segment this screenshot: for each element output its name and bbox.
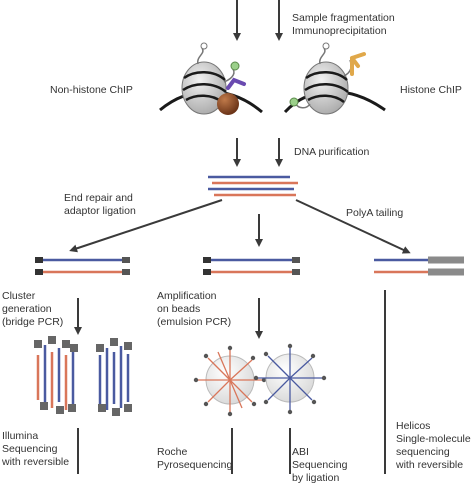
abi-block: ABI Sequencing by ligation xyxy=(292,446,347,485)
cluster-line-3: (bridge PCR) xyxy=(2,316,64,328)
abi-desc-1: Sequencing xyxy=(292,459,348,471)
bead-red xyxy=(193,345,267,417)
amplification-line-3: (emulsion PCR) xyxy=(157,316,232,328)
histone-chip-label: Histone ChIP xyxy=(400,84,462,96)
cluster-line-1: Cluster xyxy=(2,290,36,302)
chip-seq-workflow-diagram xyxy=(34,0,464,474)
cluster-line-2: generation xyxy=(2,303,52,315)
amplification-label: Amplification on beads (emulsion PCR) xyxy=(157,290,231,329)
non-histone-chip-label: Non-histone ChIP xyxy=(50,84,133,96)
fragmentation-line-1: Sample fragmentation xyxy=(292,12,395,24)
bridge-pcr-clusters xyxy=(34,336,132,416)
top-arrows xyxy=(233,0,283,41)
adaptor-ligated-fragments-middle xyxy=(203,257,300,275)
illumina-desc-1: Sequencing xyxy=(2,443,58,455)
bead-blue xyxy=(253,343,327,415)
illumina-name: Illumina xyxy=(2,430,39,442)
helicos-desc-1: Single-molecule xyxy=(396,433,471,445)
amplification-line-1: Amplification xyxy=(157,290,217,302)
roche-desc-1: Pyrosequencing xyxy=(157,459,233,471)
helicos-desc-2: sequencing xyxy=(396,446,450,458)
end-repair-label: End repair and adaptor ligation xyxy=(64,192,136,218)
polya-tailed-fragments xyxy=(374,256,464,276)
amplification-line-2: on beads xyxy=(157,303,201,315)
illumina-block: Illumina Sequencing with reversible xyxy=(2,430,69,469)
purification-arrows xyxy=(233,138,283,167)
bottom-flow-lines xyxy=(77,428,291,474)
roche-name: Roche xyxy=(157,446,188,458)
polya-tailing-label: PolyA tailing xyxy=(346,207,404,219)
branch-arrows xyxy=(69,199,411,254)
helicos-desc-3: with reversible xyxy=(396,459,464,471)
purified-dna-fragments xyxy=(208,175,298,197)
end-repair-line-1: End repair and xyxy=(64,192,133,204)
fragmentation-line-2: Immunoprecipitation xyxy=(292,25,387,37)
roche-block: Roche Pyrosequencing xyxy=(157,446,232,472)
amplification-arrows xyxy=(74,298,263,339)
abi-name: ABI xyxy=(292,446,309,458)
adaptor-ligated-fragments-left xyxy=(35,257,130,275)
dna-purification-label: DNA purification xyxy=(294,146,370,158)
non-histone-nucleosome-illustration xyxy=(159,42,263,115)
end-repair-line-2: adaptor ligation xyxy=(64,205,136,217)
histone-nucleosome-illustration xyxy=(283,42,386,115)
helicos-block: Helicos Single-molecule sequencing with … xyxy=(396,420,471,472)
fragmentation-label: Sample fragmentation Immunoprecipitation xyxy=(292,12,395,38)
cluster-generation-label: Cluster generation (bridge PCR) xyxy=(2,290,63,329)
illumina-desc-2: with reversible xyxy=(2,456,70,468)
emulsion-pcr-beads xyxy=(193,343,327,417)
helicos-name: Helicos xyxy=(396,420,431,432)
